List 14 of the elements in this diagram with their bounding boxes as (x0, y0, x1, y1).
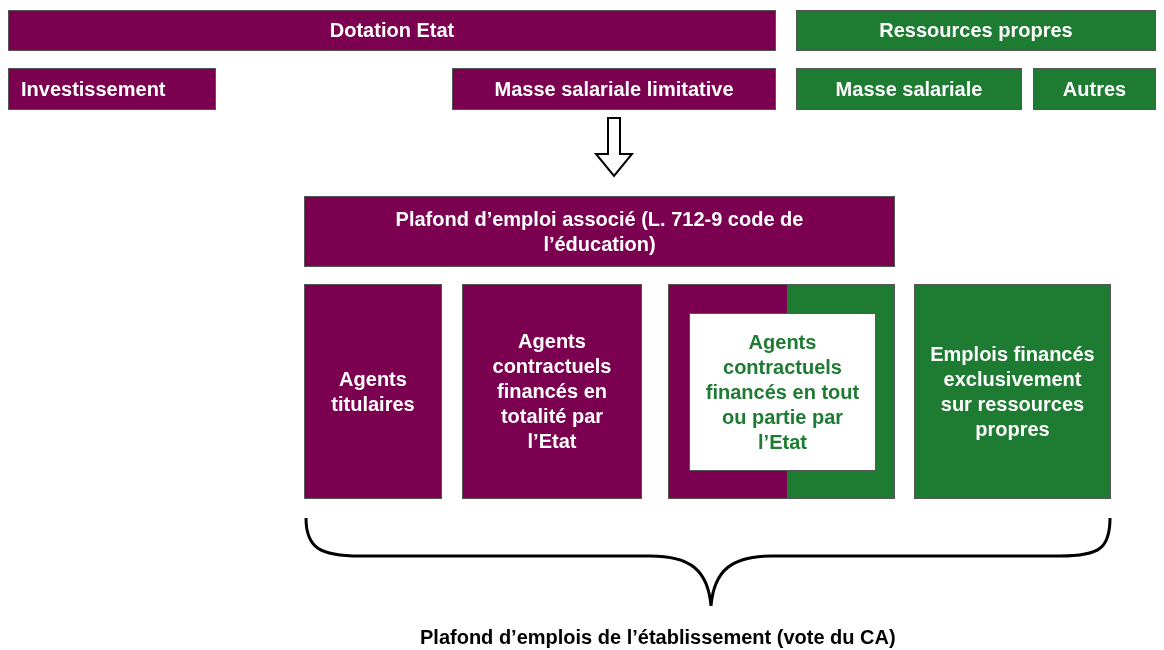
text-box: Masse salariale limitative (452, 68, 776, 110)
text-box: Dotation Etat (8, 10, 776, 51)
text-box: Investissement (8, 68, 216, 110)
text-box: Agents titulaires (304, 284, 442, 499)
block-arrow (593, 117, 635, 178)
text-box: Autres (1033, 68, 1156, 110)
text-box: Ressources propres (796, 10, 1156, 51)
text-box: Agents contractuels financés en totalité par l’Etat (462, 284, 642, 499)
text-box: Plafond d’emploi associé (L. 712-9 code de l’éducation) (304, 196, 895, 267)
text-box: Masse salariale (796, 68, 1022, 110)
caption-text: Plafond d’emplois de l’établissement (vote du CA) (420, 626, 896, 649)
text-box: Agents contractuels financés en tout ou partie par l’Etat (689, 313, 876, 471)
text-box: Emplois financés exclusivement sur ressources propres (914, 284, 1111, 499)
split-color-box (668, 284, 895, 499)
